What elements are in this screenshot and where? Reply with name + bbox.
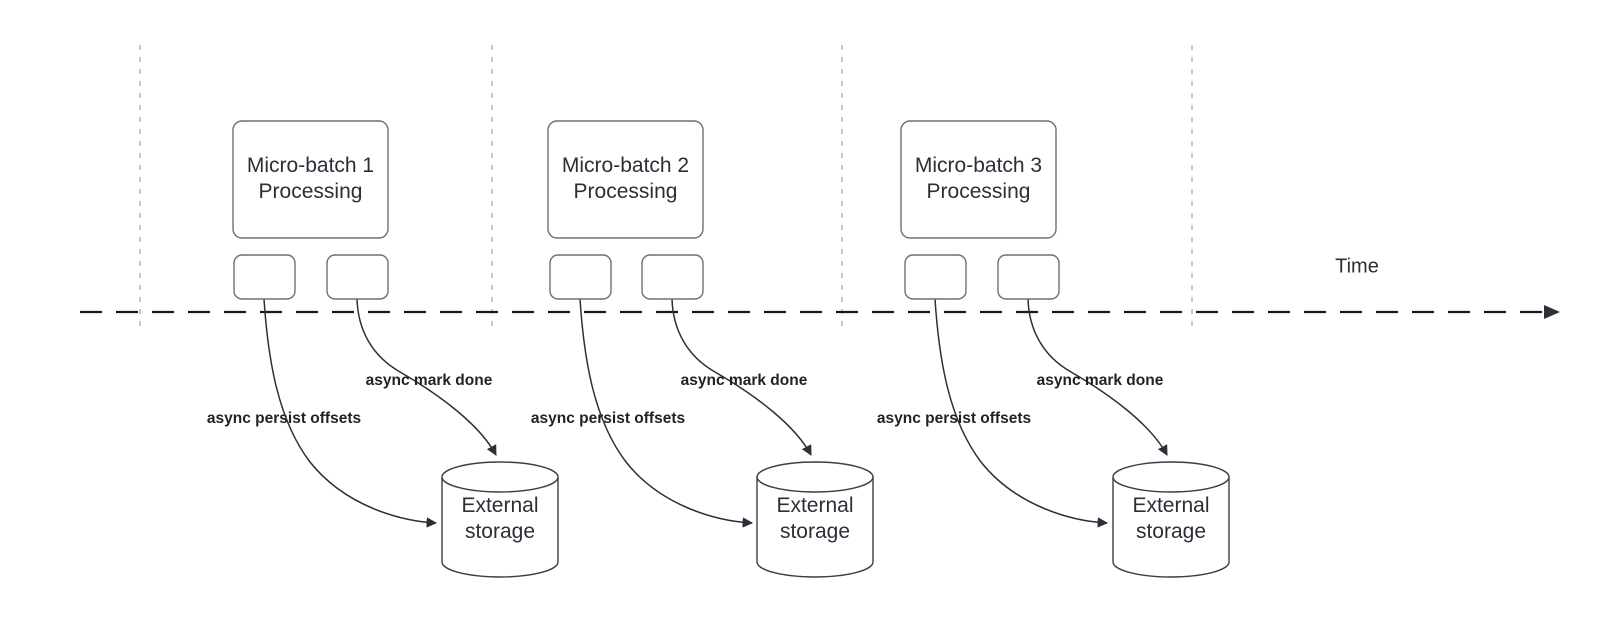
task-box[interactable]: [641, 254, 704, 300]
edge-persist-2: [579, 298, 754, 528]
external-storage-cylinder-top: [1112, 461, 1230, 493]
group-3: async persist offsets async mark done Micr…: [877, 120, 1230, 578]
micro-batch-groups: async persist offsets async mark done Micr…: [207, 120, 1230, 578]
edge-persist-1: [263, 298, 438, 528]
micro-batch-box[interactable]: [547, 120, 704, 239]
micro-batch-box-label-line1: Micro-batch 3: [915, 154, 1042, 177]
group-1: async persist offsets async mark done Micr…: [207, 120, 559, 578]
external-storage-label-line2: storage: [1136, 520, 1206, 543]
micro-batch-box-label-line2: Processing: [574, 180, 678, 203]
external-storage-cylinder-body: [1112, 477, 1230, 578]
time-axis: Time: [80, 255, 1560, 319]
time-axis-label: Time: [1335, 255, 1379, 277]
external-storage-cylinder-top: [756, 461, 874, 493]
edge-label-markdone-3: async mark done: [1037, 372, 1164, 389]
external-storage-cylinder-body: [441, 477, 559, 578]
group-2: async persist offsets async mark done Micr…: [531, 120, 874, 578]
task-box[interactable]: [997, 254, 1060, 300]
micro-batch-box[interactable]: [232, 120, 389, 239]
edge-label-persist-1: async persist offsets: [207, 410, 361, 427]
task-box[interactable]: [904, 254, 967, 300]
micro-batch-box-label-line1: Micro-batch 1: [247, 154, 374, 177]
time-axis-arrowhead: [1544, 305, 1560, 319]
edge-label-persist-3: async persist offsets: [877, 410, 1031, 427]
task-box[interactable]: [233, 254, 296, 300]
external-storage-cylinder-top: [441, 461, 559, 493]
edge-markdone-3: [1027, 298, 1168, 456]
edge-markdone-2: [671, 298, 812, 456]
edge-label-markdone-2: async mark done: [681, 372, 808, 389]
external-storage-cylinder-body: [756, 477, 874, 578]
task-box[interactable]: [549, 254, 612, 300]
edge-label-markdone-1: async mark done: [366, 372, 493, 389]
micro-batch-box[interactable]: [900, 120, 1057, 239]
edge-markdone-1: [356, 298, 497, 456]
external-storage-label-line2: storage: [780, 520, 850, 543]
task-box[interactable]: [326, 254, 389, 300]
external-storage-label-line1: External: [1132, 494, 1209, 517]
external-storage-label-line1: External: [776, 494, 853, 517]
external-storage-label-line2: storage: [465, 520, 535, 543]
edge-label-persist-2: async persist offsets: [531, 410, 685, 427]
external-storage-label-line1: External: [461, 494, 538, 517]
edge-persist-3: [934, 298, 1109, 528]
micro-batch-box-label-line1: Micro-batch 2: [562, 154, 689, 177]
micro-batch-box-label-line2: Processing: [259, 180, 363, 203]
micro-batch-box-label-line2: Processing: [927, 180, 1031, 203]
